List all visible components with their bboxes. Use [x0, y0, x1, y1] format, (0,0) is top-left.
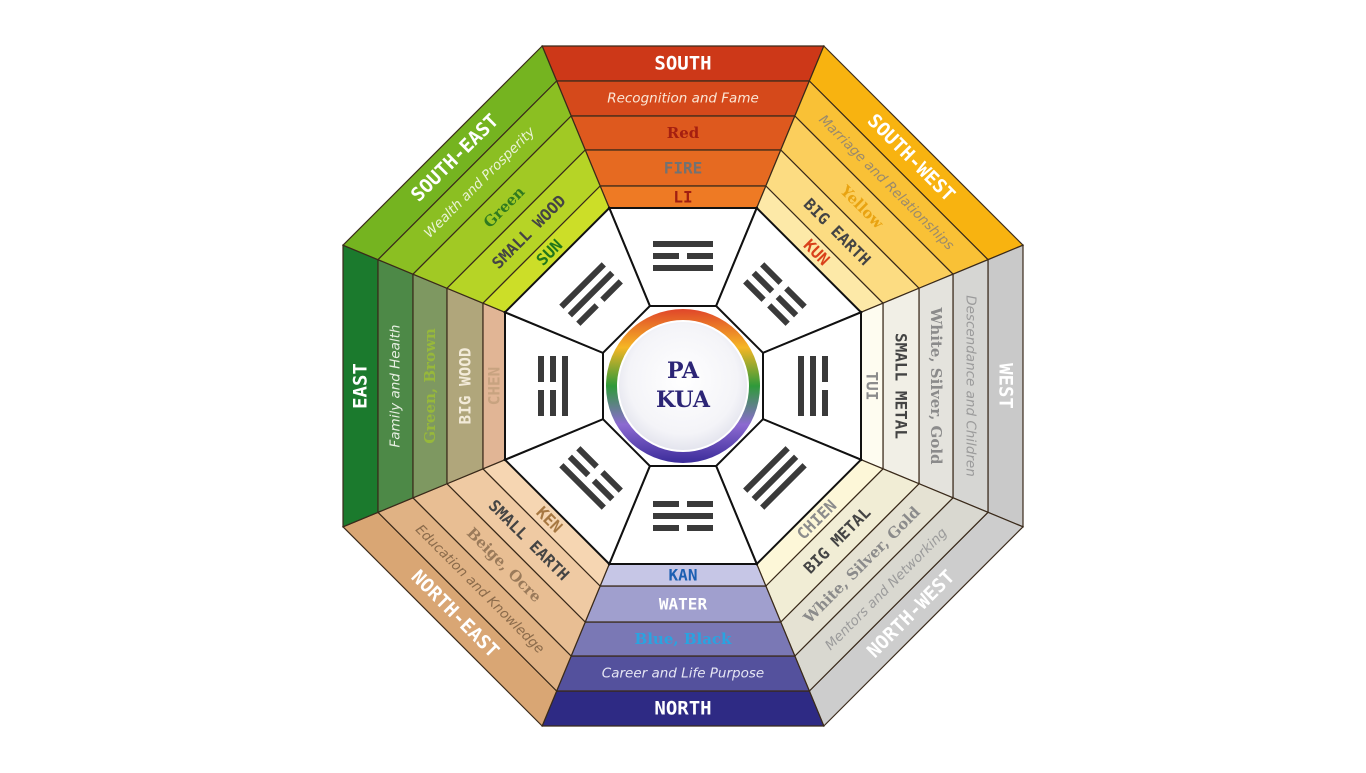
trigram-west-icon: [798, 356, 828, 416]
sector-south-element: FIRE: [664, 159, 703, 178]
sector-west-color: White, Silver, Gold: [927, 306, 945, 465]
sector-east-trigram: CHEN: [485, 367, 504, 406]
sector-west-trigram: TUI: [863, 372, 882, 401]
trigram-north-west-icon: [743, 446, 807, 510]
sector-south-direction: SOUTH: [654, 53, 711, 75]
center-layer: PA KUA: [606, 309, 760, 463]
trigram-south-east-icon: [559, 262, 623, 326]
sector-west: WEST Descendance and Children White, Silve…: [860, 244, 1024, 528]
trigram-south-icon: [653, 241, 713, 271]
sector-south-trigram: LI: [673, 188, 692, 207]
sector-north-element: WATER: [659, 595, 708, 614]
hub-layer: [503, 206, 863, 566]
trigram-east-icon: [538, 356, 568, 416]
sector-north-color: Blue, Black: [635, 630, 732, 648]
sector-west-direction: WEST: [995, 363, 1017, 409]
center-title-line1: PA: [667, 358, 700, 384]
sector-north-aspect: Career and Life Purpose: [602, 666, 764, 682]
sector-north-trigram: KAN: [669, 566, 698, 585]
trigram-south-west-icon: [743, 262, 807, 326]
hub-wedge-south-east: [503, 206, 652, 355]
center-title-line2: KUA: [656, 387, 711, 413]
sector-north-direction: NORTH: [654, 698, 711, 720]
sector-south-aspect: Recognition and Fame: [607, 91, 759, 107]
trigram-north-east-icon: [559, 446, 623, 510]
sector-west-aspect: Descendance and Children: [963, 295, 979, 477]
sector-east-aspect: Family and Health: [388, 325, 404, 448]
sector-west-element: SMALL METAL: [892, 333, 911, 439]
sector-east-direction: EAST: [350, 363, 372, 409]
sector-east-color: Green, Brown: [421, 328, 439, 444]
sector-east-element: BIG WOOD: [456, 347, 475, 424]
center-disc: [617, 320, 749, 452]
sector-north: NORTH Career and Life Purpose Blue, Black W…: [541, 563, 825, 727]
sector-south-color: Red: [667, 124, 700, 142]
trigram-north-icon: [653, 501, 713, 531]
